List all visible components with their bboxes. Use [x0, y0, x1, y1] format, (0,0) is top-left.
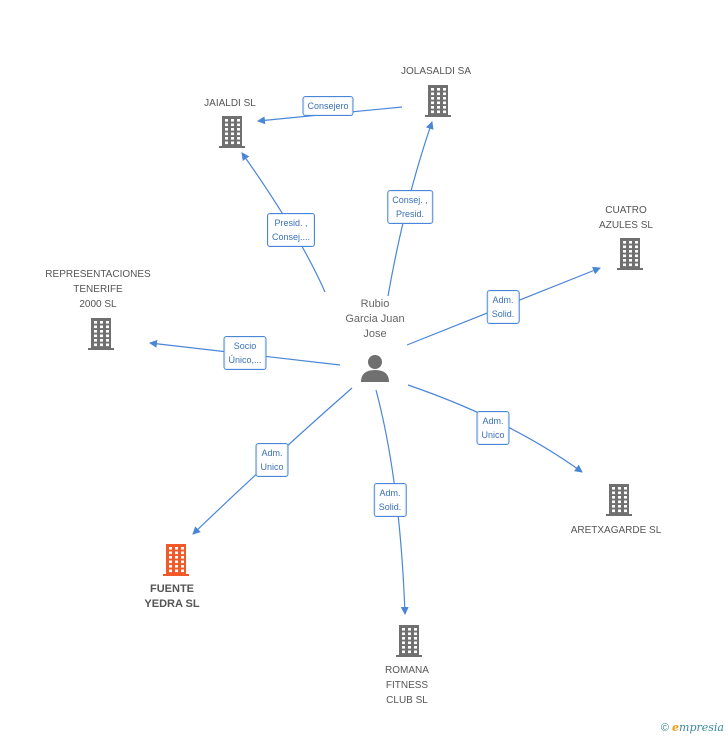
building-icon-jolasaldi[interactable] — [425, 85, 451, 117]
edge-role-label[interactable]: Presid. , Consej.... — [266, 213, 316, 247]
center-person-label[interactable]: Rubio Garcia Juan Jose — [345, 298, 405, 340]
edge-role-label[interactable]: Adm. Solid. — [486, 290, 520, 324]
building-icon-cuatro[interactable] — [617, 238, 643, 270]
edge-role-label[interactable]: Consej. , Presid. — [387, 190, 433, 224]
company-label-romana[interactable]: ROMANA FITNESS CLUB SL — [385, 665, 429, 706]
brand-logo: empresia — [672, 721, 724, 734]
edge-role-label[interactable]: Adm. Unico — [255, 443, 289, 477]
edge-role-label[interactable]: Socio Único,... — [223, 336, 267, 370]
company-label-fuente[interactable]: FUENTE YEDRA SL — [144, 583, 200, 610]
person-icon[interactable] — [361, 355, 389, 382]
building-icon-representaciones[interactable] — [88, 318, 114, 350]
edge-role-label[interactable]: Adm. Solid. — [373, 483, 407, 517]
edge-role-label[interactable]: Adm. Unico — [476, 411, 510, 445]
company-label-jaialdi[interactable]: JAIALDI SL — [204, 98, 256, 109]
company-label-cuatro[interactable]: CUATRO AZULES SL — [599, 205, 653, 231]
company-label-aretxagarde[interactable]: ARETXAGARDE SL — [570, 525, 662, 536]
copyright-symbol: © — [660, 722, 669, 734]
building-icon-romana[interactable] — [396, 625, 422, 657]
building-icon-jaialdi[interactable] — [219, 116, 245, 148]
company-label-jolasaldi[interactable]: JOLASALDI SA — [400, 66, 472, 77]
footer-brand: © empresia — [661, 721, 724, 734]
building-icon-aretxagarde[interactable] — [606, 484, 632, 516]
building-icon-fuente[interactable] — [163, 544, 189, 576]
edge-role-label[interactable]: Consejero — [302, 96, 354, 116]
company-label-representaciones[interactable]: REPRESENTACIONES TENERIFE 2000 SL — [45, 269, 151, 310]
